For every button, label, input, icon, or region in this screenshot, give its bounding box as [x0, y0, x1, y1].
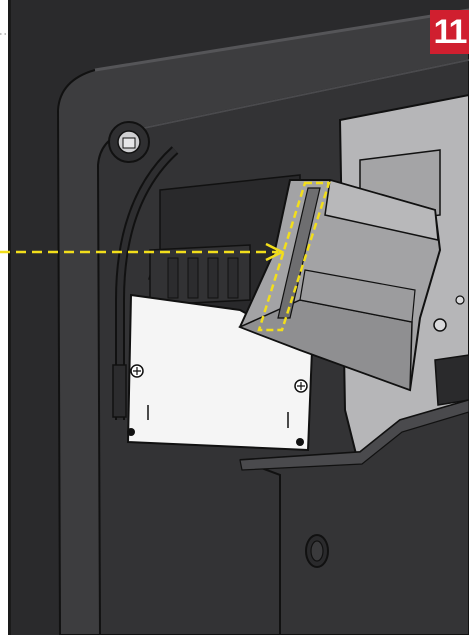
port-oval-inner [310, 540, 324, 562]
angled-bracket-top-face [324, 179, 439, 241]
frame-left-border [8, 0, 11, 635]
lower-housing-lip [239, 399, 469, 471]
plate-notch [434, 354, 469, 406]
bracket-slot [277, 187, 321, 319]
inner-top-bevel [124, 59, 469, 133]
board-mount-hole-icon [296, 438, 304, 446]
angled-bracket-mid-face [299, 269, 416, 323]
rib-2 [187, 257, 199, 299]
board-connector [112, 364, 127, 418]
board-screw-cross [133, 367, 141, 375]
callout-arrow-head-icon [265, 242, 285, 262]
step-badge-bg [430, 10, 469, 54]
bracket-slot-highlight [257, 181, 331, 332]
cable-channel-fill [117, 147, 178, 420]
rib-3 [207, 257, 219, 299]
step-number-badge: 11 [433, 13, 468, 51]
board-screw-cross [297, 382, 305, 390]
rib-4 [227, 257, 239, 299]
board-mount-hole-icon [127, 428, 135, 436]
rib-1 [167, 257, 179, 299]
plate-hole-icon [433, 318, 447, 332]
plate-hole-small-icon [455, 295, 465, 305]
screw-tip [122, 137, 136, 149]
housing-top-bevel [94, 8, 469, 72]
